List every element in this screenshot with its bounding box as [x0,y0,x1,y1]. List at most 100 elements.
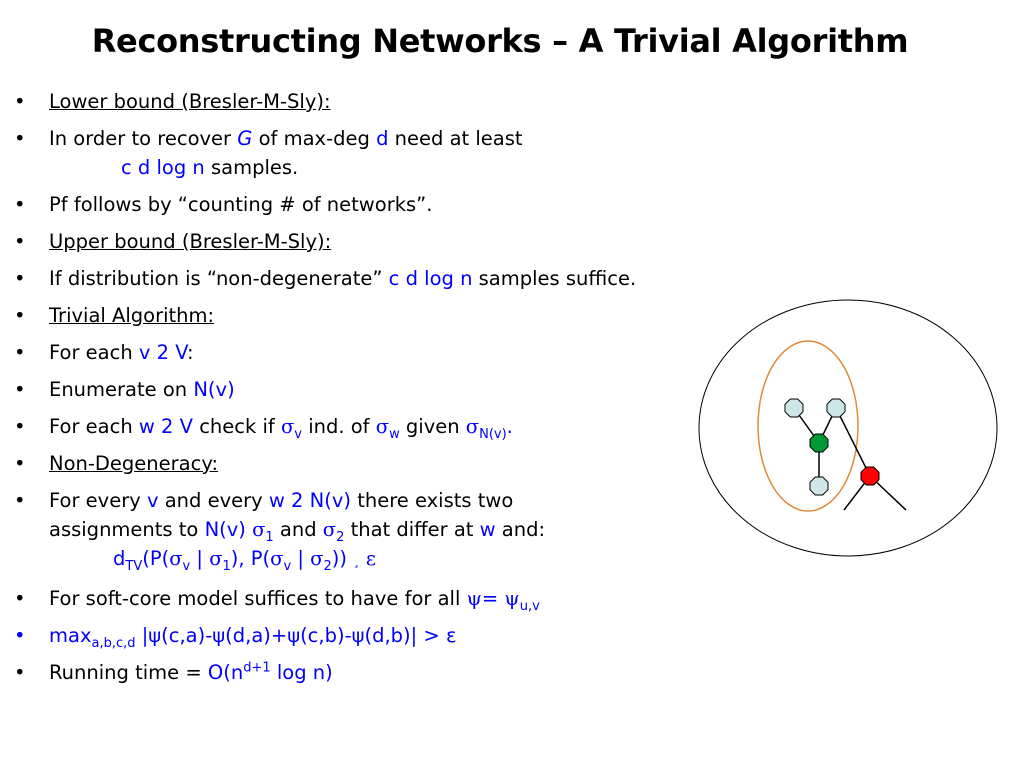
bullet-non-degeneracy: • Non-Degeneracy: [14,449,694,478]
bullet-recover: • In order to recover G of max-deg d nee… [14,124,694,182]
sample-bound: c d log n [121,156,205,179]
sigma-symbol: σ [375,415,390,438]
node-light [826,398,846,418]
bullet-distribution: • If distribution is “non-degenerate” c … [14,264,694,293]
lower-bound-heading: Lower bound (Bresler-M-Sly): [49,90,331,113]
bullet-marker: • [14,267,26,290]
max-expression: |ψ(c,a)-ψ(d,a)+ψ(c,b)-ψ(d,b)| > ε [135,624,457,647]
sigma-symbol: σ [209,547,223,570]
v-in-V: v 2 V [138,341,187,364]
w-in-V: w 2 V [138,415,193,438]
text: | [291,547,311,570]
subscript: v [182,558,191,574]
bullet-marker: • [14,90,26,113]
text: assignments to [49,518,205,541]
text: there exists two [351,489,514,512]
bullet-lower-bound: • Lower bound (Bresler-M-Sly): [14,87,694,116]
text: If distribution is “non-degenerate” [49,267,389,290]
tv-distance-formula: dTV(P(σv | σ1), P(σv | σ2)) ¸ ε [49,544,376,576]
text: d [113,547,126,570]
upper-bound-heading: Upper bound (Bresler-M-Sly): [49,230,332,253]
text: ), P( [230,547,271,570]
text: ind. of [302,415,376,438]
text: log n) [270,661,333,684]
bullet-marker: • [14,304,26,327]
text: . [506,415,513,438]
bullet-proof: • Pf follows by “counting # of networks”… [14,190,694,219]
text: samples. [204,156,299,179]
cedilla-symbol: ¸ [353,554,360,569]
subscript: 1 [222,558,231,574]
text: )) [331,547,354,570]
text: : [187,341,194,364]
bullet-soft-core: • For soft-core model suffices to have f… [14,584,694,613]
w-in-Nv: w 2 N(v) [268,489,351,512]
text: and every [158,489,269,512]
subscript: 2 [323,558,332,574]
subscript: a,b,c,d [91,635,136,651]
bullet-for-every: • For every v and every w 2 N(v) there e… [14,486,694,576]
text: Running time = [49,661,208,684]
text: For every [49,489,147,512]
text: samples suffice. [472,267,637,290]
text: O(n [207,661,244,684]
sample-bound: c d log n [388,267,473,290]
bullet-marker: • [14,452,26,475]
bullet-marker: • [14,587,26,610]
epsilon-symbol: ε [359,547,376,570]
bullet-trivial-algorithm: • Trivial Algorithm: [14,301,694,330]
bullet-check-independence: • For each w 2 V check if σv ind. of σw … [14,412,694,441]
bullet-enumerate: • Enumerate on N(v) [14,375,694,404]
bullet-marker: • [14,661,26,684]
subscript: v [283,558,292,574]
sigma-symbol: σ [252,518,266,541]
text: Enumerate on [49,378,194,401]
text: and: [495,518,546,541]
subscript: 1 [265,529,274,545]
node-light [784,398,804,418]
bullet-running-time: • Running time = O(nd+1 log n) [14,658,694,687]
text: = [481,587,505,610]
bullet-list: • Lower bound (Bresler-M-Sly): • In orde… [14,87,694,695]
text: given [399,415,466,438]
bullet-for-each-v: • For each v 2 V: [14,338,694,367]
sigma-symbol: σ [310,547,324,570]
edge [835,407,871,477]
neighborhood: N(v) [193,378,235,401]
subscript: w [389,426,400,442]
text: that differ at [344,518,480,541]
subscript: N(v) [479,426,507,442]
text: max [49,624,92,647]
bullet-marker: • [14,624,26,647]
sigma-symbol: σ [270,547,284,570]
text: For each [49,341,139,364]
bullet-marker: • [14,341,26,364]
sigma-symbol: σ [465,415,480,438]
sigma-symbol: σ [280,415,295,438]
node-green [809,433,829,453]
trivial-algorithm-heading: Trivial Algorithm: [49,304,215,327]
text: and [273,518,323,541]
subscript: v [294,426,302,442]
text: For each [49,415,139,438]
proof-text: Pf follows by “counting # of networks”. [49,193,433,216]
text: For soft-core model suffices to have for… [49,587,467,610]
outer-ellipse [698,299,998,557]
psi-symbol: ψ [504,587,520,610]
bullet-marker: • [14,378,26,401]
node-red [860,466,880,486]
non-degeneracy-heading: Non-Degeneracy: [49,452,219,475]
node-light [809,476,829,496]
text: In order to recover [49,127,238,150]
text: check if [193,415,281,438]
sigma-symbol: σ [169,547,183,570]
var-G: G [237,127,253,150]
bullet-marker: • [14,415,26,438]
sigma-symbol: σ [322,518,337,541]
superscript: d+1 [243,660,271,676]
subscript: u,v [519,598,540,614]
bullet-marker: • [14,193,26,216]
var-d: d [376,127,389,150]
bullet-marker: • [14,127,26,150]
text: (P( [142,547,170,570]
